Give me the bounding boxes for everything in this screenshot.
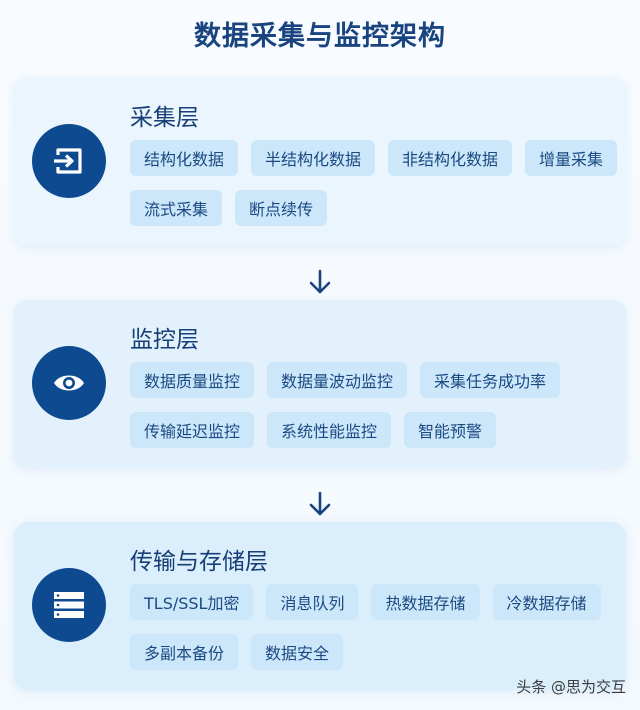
layer-item-tag: 半结构化数据: [251, 140, 376, 176]
layer-item-tag: 消息队列: [266, 584, 359, 620]
layer-item-tag: 多副本备份: [130, 634, 239, 670]
layer-item-tag: 智能预警: [404, 412, 497, 448]
down-arrow-icon: [309, 491, 331, 516]
input-arrow-icon: [54, 148, 82, 174]
layer-card-monitoring: 监控层 数据质量监控 数据量波动监控 采集任务成功率 传输延迟监控 系统性能监控…: [14, 300, 626, 468]
layer-item-tag: 数据量波动监控: [267, 362, 408, 398]
layer-item-tag: TLS/SSL加密: [130, 584, 254, 620]
layer-items: 数据质量监控 数据量波动监控 采集任务成功率 传输延迟监控 系统性能监控 智能预…: [130, 362, 620, 448]
layer-item-tag: 采集任务成功率: [420, 362, 561, 398]
watermark: 头条 @思为交互: [516, 678, 626, 696]
layer-item-tag: 数据质量监控: [130, 362, 255, 398]
layer-item-tag: 数据安全: [251, 634, 344, 670]
layer-title: 传输与存储层: [130, 549, 268, 575]
layer-item-tag: 流式采集: [130, 190, 223, 226]
layer-item-tag: 热数据存储: [371, 584, 480, 620]
layer-card-transport-storage: 传输与存储层 TLS/SSL加密 消息队列 热数据存储 冷数据存储 多副本备份 …: [14, 522, 626, 690]
layer-title: 采集层: [130, 105, 199, 131]
layer-title: 监控层: [130, 327, 199, 353]
layer-card-collection: 采集层 结构化数据 半结构化数据 非结构化数据 增量采集 流式采集 断点续传: [14, 78, 626, 246]
layer-item-tag: 冷数据存储: [492, 584, 601, 620]
layer-item-tag: 非结构化数据: [388, 140, 513, 176]
layer-icon-circle: [32, 124, 106, 198]
layer-icon-circle: [32, 346, 106, 420]
eye-icon: [54, 375, 84, 391]
down-arrow-icon: [309, 269, 331, 294]
diagram-title: 数据采集与监控架构: [194, 21, 446, 52]
layer-items: TLS/SSL加密 消息队列 热数据存储 冷数据存储 多副本备份 数据安全: [130, 584, 620, 670]
server-stack-icon: [54, 592, 84, 618]
layer-item-tag: 断点续传: [235, 190, 328, 226]
layer-icon-circle: [32, 568, 106, 642]
layer-items: 结构化数据 半结构化数据 非结构化数据 增量采集 流式采集 断点续传: [130, 140, 620, 226]
layer-item-tag: 增量采集: [525, 140, 618, 176]
layer-item-tag: 传输延迟监控: [130, 412, 255, 448]
layer-item-tag: 结构化数据: [130, 140, 239, 176]
layer-item-tag: 系统性能监控: [267, 412, 392, 448]
